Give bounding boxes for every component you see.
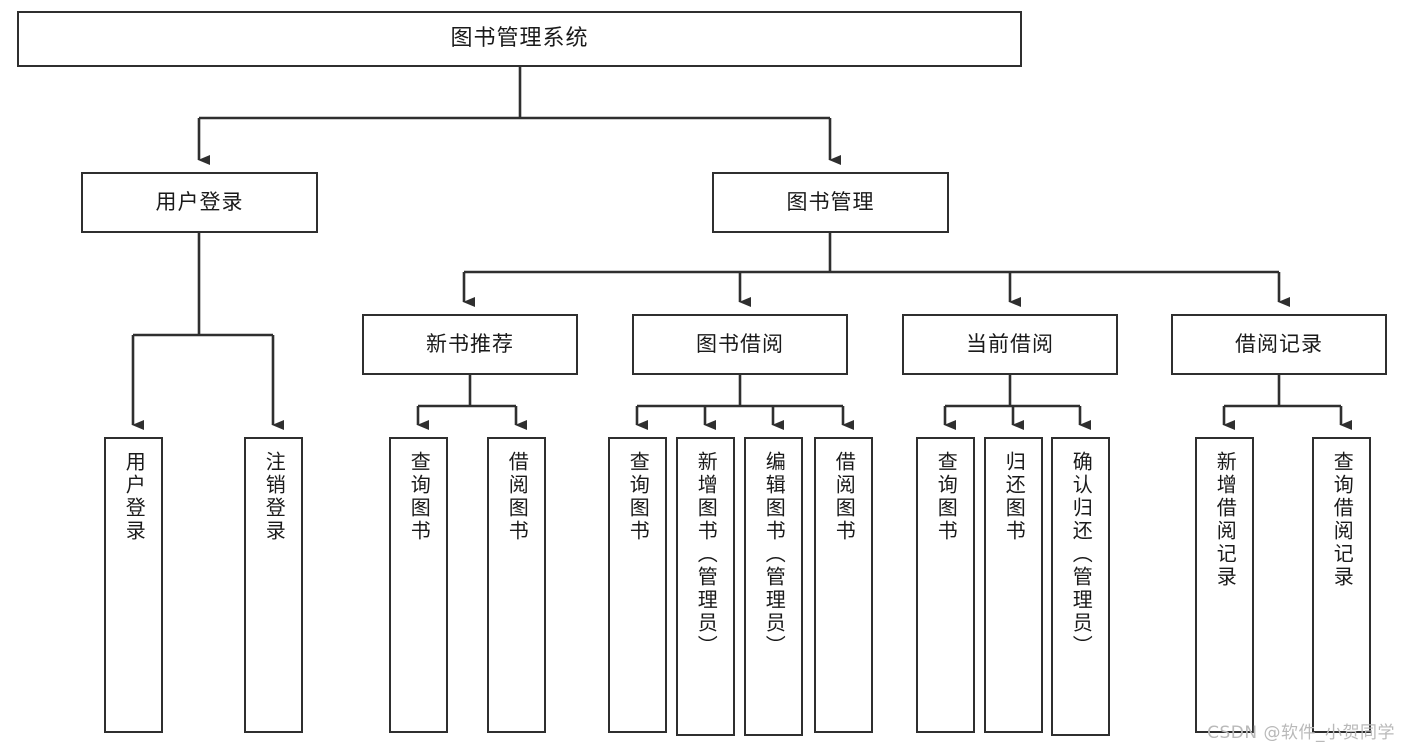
node-label: 查询图书 bbox=[626, 451, 651, 543]
node-label: 查询借阅记录 bbox=[1330, 451, 1355, 589]
node-book-management[interactable]: 图书管理 bbox=[712, 172, 949, 233]
node-label: 用户登录 bbox=[155, 190, 244, 215]
node-borrow-record[interactable]: 借阅记录 bbox=[1171, 314, 1387, 375]
node-label: 归还图书 bbox=[1002, 451, 1027, 543]
node-label: 图书管理 bbox=[786, 190, 875, 215]
node-leaf-user-login[interactable]: 用户登录 bbox=[104, 437, 163, 733]
node-label: 查询图书 bbox=[934, 451, 959, 543]
node-leaf-query-book-recommend[interactable]: 查询图书 bbox=[389, 437, 448, 733]
node-label: 注销登录 bbox=[262, 451, 287, 543]
node-label: 新书推荐 bbox=[426, 332, 514, 357]
node-label: 借阅图书 bbox=[832, 451, 857, 543]
node-label: 确认归还（管理员） bbox=[1069, 451, 1094, 658]
node-leaf-return-book[interactable]: 归还图书 bbox=[984, 437, 1043, 733]
node-label: 编辑图书（管理员） bbox=[762, 451, 787, 658]
node-label: 图书借阅 bbox=[696, 332, 784, 357]
node-leaf-confirm-return[interactable]: 确认归还（管理员） bbox=[1051, 437, 1110, 736]
node-label: 新增图书（管理员） bbox=[694, 451, 719, 658]
node-root-book-management-system[interactable]: 图书管理系统 bbox=[17, 11, 1022, 67]
node-label: 用户登录 bbox=[122, 451, 147, 543]
node-label: 借阅图书 bbox=[505, 451, 530, 543]
node-leaf-borrow-book-recommend[interactable]: 借阅图书 bbox=[487, 437, 546, 733]
node-leaf-logout-login[interactable]: 注销登录 bbox=[244, 437, 303, 733]
node-leaf-query-book-current[interactable]: 查询图书 bbox=[916, 437, 975, 733]
node-leaf-query-borrow-record[interactable]: 查询借阅记录 bbox=[1312, 437, 1371, 733]
node-leaf-add-borrow-record[interactable]: 新增借阅记录 bbox=[1195, 437, 1254, 733]
node-leaf-add-book[interactable]: 新增图书（管理员） bbox=[676, 437, 735, 736]
node-leaf-query-book-borrow[interactable]: 查询图书 bbox=[608, 437, 667, 733]
node-label: 当前借阅 bbox=[966, 332, 1054, 357]
node-book-borrow[interactable]: 图书借阅 bbox=[632, 314, 848, 375]
node-label: 新增借阅记录 bbox=[1213, 451, 1238, 589]
node-leaf-edit-book[interactable]: 编辑图书（管理员） bbox=[744, 437, 803, 736]
node-new-book-recommend[interactable]: 新书推荐 bbox=[362, 314, 578, 375]
node-current-borrow[interactable]: 当前借阅 bbox=[902, 314, 1118, 375]
node-label: 借阅记录 bbox=[1235, 332, 1323, 357]
node-user-login[interactable]: 用户登录 bbox=[81, 172, 318, 233]
node-label: 图书管理系统 bbox=[450, 26, 589, 52]
node-leaf-borrow-book-borrow[interactable]: 借阅图书 bbox=[814, 437, 873, 733]
node-label: 查询图书 bbox=[407, 451, 432, 543]
